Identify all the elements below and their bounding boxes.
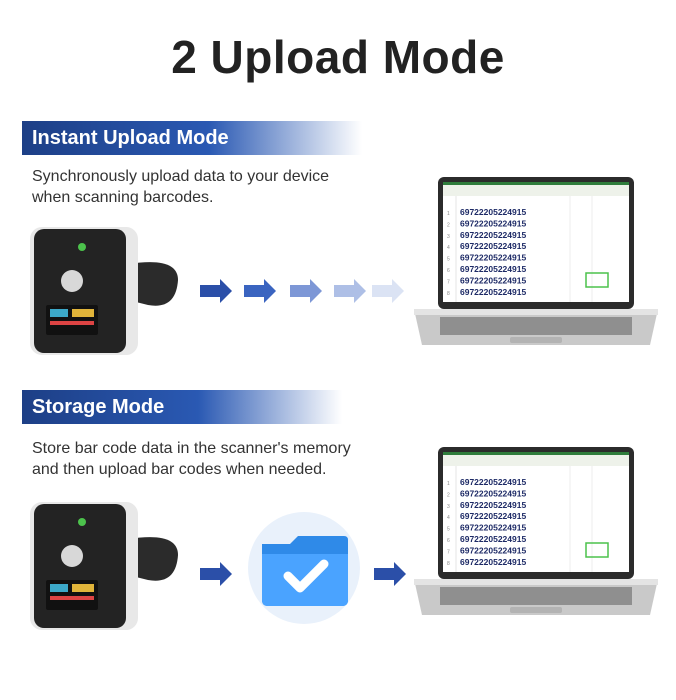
arrow-right-icon bbox=[200, 279, 232, 303]
row-number: 2 bbox=[447, 492, 450, 498]
row-number: 7 bbox=[447, 279, 450, 285]
storage-desc-line-1: Store bar code data in the scanner's mem… bbox=[32, 440, 351, 457]
instant-desc-line-2: when scanning barcodes. bbox=[32, 189, 214, 206]
instant-mode-description: Synchronously upload data to your device… bbox=[32, 166, 329, 208]
row-number: 2 bbox=[447, 222, 450, 228]
spreadsheet-cell: 69722205224915 bbox=[460, 275, 526, 285]
spreadsheet-rows: 69722205224915 1 69722205224915 2 6972220522… bbox=[447, 207, 526, 297]
barcode-scanner-icon bbox=[30, 227, 178, 355]
cloud-folder-check-icon bbox=[248, 512, 360, 624]
instant-mode-banner: Instant Upload Mode bbox=[22, 121, 362, 155]
row-number: 8 bbox=[447, 561, 450, 567]
spreadsheet-rows: 69722205224915 1 69722205224915 2 6972220522… bbox=[447, 477, 526, 567]
spreadsheet-cell: 69722205224915 bbox=[460, 523, 526, 533]
page-title: 2 Upload Mode bbox=[171, 31, 505, 83]
arrow-right-icon bbox=[290, 279, 322, 303]
arrow-right-icon bbox=[200, 562, 232, 586]
row-number: 3 bbox=[447, 234, 450, 240]
spreadsheet-cell: 69722205224915 bbox=[460, 545, 526, 555]
row-number: 4 bbox=[447, 515, 450, 521]
spreadsheet-cell: 69722205224915 bbox=[460, 511, 526, 521]
spreadsheet-cell: 69722205224915 bbox=[460, 287, 526, 297]
spreadsheet-cell: 69722205224915 bbox=[460, 218, 526, 228]
spreadsheet-cell: 69722205224915 bbox=[460, 500, 526, 510]
instant-mode-heading: Instant Upload Mode bbox=[32, 127, 229, 149]
spreadsheet-cell: 69722205224915 bbox=[460, 488, 526, 498]
row-number: 1 bbox=[447, 211, 450, 217]
spreadsheet-cell: 69722205224915 bbox=[460, 557, 526, 567]
storage-mode-banner: Storage Mode bbox=[22, 390, 342, 424]
laptop-icon: 69722205224915 1 69722205224915 2 6972220522… bbox=[414, 177, 658, 345]
row-number: 6 bbox=[447, 268, 450, 274]
storage-mode-description: Store bar code data in the scanner's mem… bbox=[32, 438, 351, 480]
row-number: 1 bbox=[447, 481, 450, 487]
spreadsheet-cell: 69722205224915 bbox=[460, 264, 526, 274]
row-number: 6 bbox=[447, 538, 450, 544]
spreadsheet-cell: 69722205224915 bbox=[460, 241, 526, 251]
arrow-right-icon bbox=[372, 279, 404, 303]
spreadsheet-cell: 69722205224915 bbox=[460, 253, 526, 263]
spreadsheet-cell: 69722205224915 bbox=[460, 207, 526, 217]
row-number: 5 bbox=[447, 257, 450, 263]
arrow-right-icon bbox=[244, 279, 276, 303]
row-number: 7 bbox=[447, 549, 450, 555]
upload-arrows bbox=[200, 279, 404, 303]
laptop-icon: 69722205224915 1 69722205224915 2 6972220522… bbox=[414, 447, 658, 615]
row-number: 4 bbox=[447, 245, 450, 251]
arrow-right-icon bbox=[374, 562, 406, 586]
spreadsheet-cell: 69722205224915 bbox=[460, 230, 526, 240]
spreadsheet-cell: 69722205224915 bbox=[460, 477, 526, 487]
spreadsheet-cell: 69722205224915 bbox=[460, 534, 526, 544]
arrow-right-icon bbox=[334, 279, 366, 303]
storage-mode-heading: Storage Mode bbox=[32, 396, 165, 418]
barcode-scanner-icon bbox=[30, 502, 178, 630]
storage-desc-line-2: and then upload bar codes when needed. bbox=[32, 461, 327, 478]
row-number: 3 bbox=[447, 504, 450, 510]
row-number: 8 bbox=[447, 291, 450, 297]
row-number: 5 bbox=[447, 527, 450, 533]
instant-desc-line-1: Synchronously upload data to your device bbox=[32, 168, 330, 185]
